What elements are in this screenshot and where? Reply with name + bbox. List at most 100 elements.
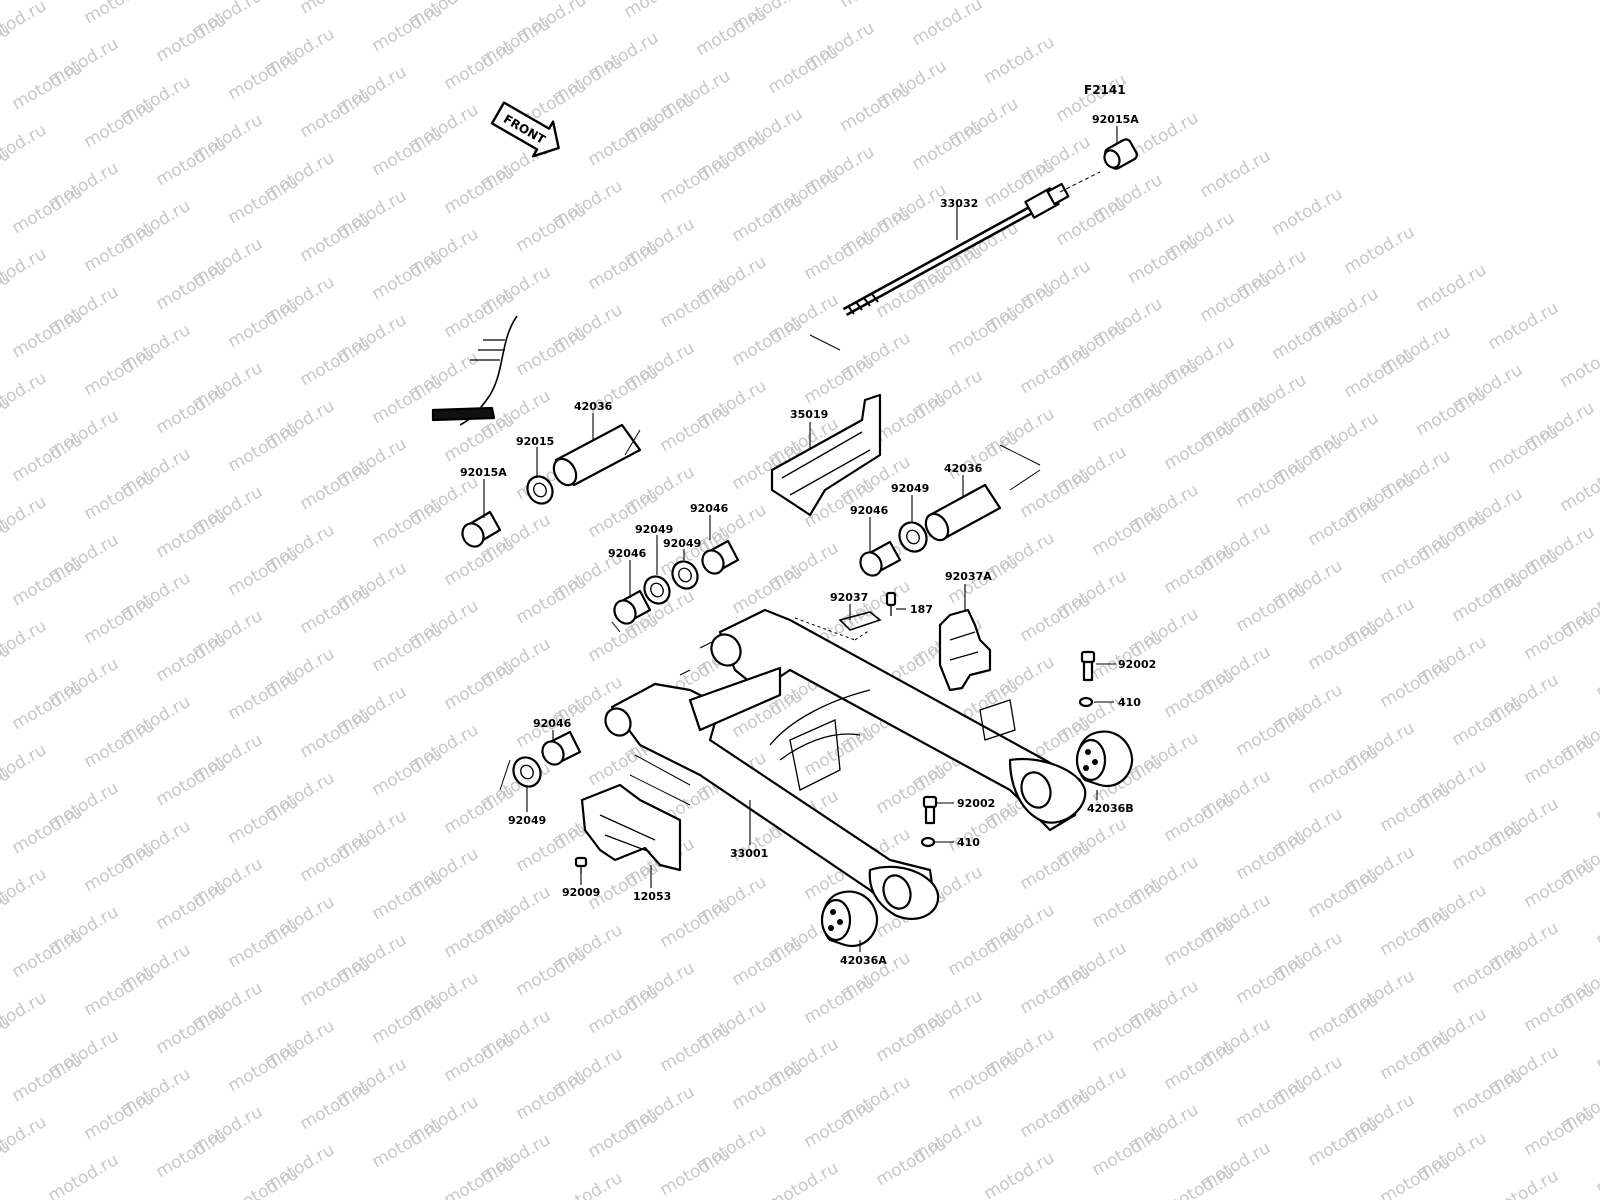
watermark-text: motod.ru — [1305, 494, 1383, 550]
watermark-text: motod.ru — [297, 1078, 375, 1134]
watermark-text: motod.ru — [945, 428, 1023, 484]
watermark-text: motod.ru — [837, 80, 915, 136]
clip-92037 — [794, 611, 882, 641]
watermark-text: motod.ru — [729, 314, 807, 370]
watermark-text: motod.ru — [729, 1058, 807, 1114]
watermark-text: motod.ru — [225, 296, 303, 352]
watermark-text: motod.ru — [585, 982, 663, 1038]
watermark-text: motod.ru — [1305, 1114, 1383, 1170]
label-92015: 92015 — [516, 435, 554, 448]
watermark-text: motod.ru — [441, 782, 519, 838]
watermark-text: motod.ru — [153, 754, 231, 810]
watermark-text: motod.ru — [0, 988, 50, 1044]
watermark-text: motod.ru — [369, 124, 447, 180]
watermark-text: motod.ru — [441, 1154, 519, 1200]
cap-92015A-left — [461, 510, 502, 548]
bolt-92002-mid — [922, 795, 938, 825]
watermark-text: motod.ru — [0, 616, 50, 672]
label-92046-b: 92046 — [608, 547, 647, 560]
watermark-text: motod.ru — [1161, 666, 1239, 722]
collar-42036-right — [924, 444, 1041, 542]
watermark-text: motod.ru — [9, 926, 87, 982]
watermark-text: motod.ru — [801, 724, 879, 780]
watermark-text: motod.ru — [1125, 232, 1203, 288]
watermark-text: motod.ru — [0, 1112, 50, 1168]
watermark-text: motod.ru — [1017, 466, 1095, 522]
watermark-text: motod.ru — [0, 740, 50, 796]
screw-187 — [885, 591, 897, 616]
watermark-text: motod.ru — [153, 506, 231, 562]
bracket-92037A — [938, 608, 992, 692]
watermark-text: motod.ru — [297, 954, 375, 1010]
watermark-text: motod.ru — [297, 830, 375, 886]
watermark-text: motod.ru — [1089, 1000, 1167, 1056]
watermark-text: motod.ru — [801, 972, 879, 1028]
watermark-text: motod.ru — [225, 48, 303, 104]
watermark-text: motod.ru — [1413, 384, 1491, 440]
label-92049-b: 92049 — [663, 537, 701, 550]
label-33032: 33032 — [940, 197, 978, 210]
watermark-text: motod.ru — [729, 934, 807, 990]
watermark-text: motod.ru — [1017, 1086, 1095, 1142]
label-92002-mid: 92002 — [957, 797, 995, 810]
watermark-text: motod.ru — [1521, 1104, 1599, 1160]
watermark-text: motod.ru — [153, 134, 231, 190]
watermark-text: motod.ru — [1233, 952, 1311, 1008]
watermark-text: motod.ru — [945, 304, 1023, 360]
label-42036-right: 42036 — [944, 462, 983, 475]
watermark-text: motod.ru — [9, 430, 87, 486]
watermark-text: motod.ru — [1521, 732, 1599, 788]
watermark-text: motod.ru — [225, 792, 303, 848]
watermark-text: motod.ru — [441, 162, 519, 218]
watermark-text: motod.ru — [513, 572, 591, 628]
watermark-text: motod.ru — [1377, 656, 1455, 712]
watermark-text: motod.ru — [369, 0, 447, 56]
leader-lines — [483, 126, 1118, 952]
watermark-text: motod.ru — [1377, 532, 1455, 588]
watermark-text: motod.ru — [1017, 342, 1095, 398]
watermark-text: motod.ru — [1161, 1162, 1239, 1200]
watermark-text: motod.ru — [621, 0, 699, 22]
seal-92049-b — [643, 575, 671, 605]
watermark-text: motod.ru — [225, 1164, 303, 1200]
label-33001: 33001 — [730, 847, 768, 860]
bolt-92002-top — [1080, 650, 1096, 682]
watermark-text: motod.ru — [945, 924, 1023, 980]
label-92015A-top: 92015A — [1092, 113, 1139, 126]
watermark-text: motod.ru — [1521, 856, 1599, 912]
watermark-text: motod.ru — [441, 658, 519, 714]
watermark-text: motod.ru — [225, 172, 303, 228]
bearing-92046-a — [701, 539, 740, 575]
watermark-text: motod.ru — [981, 32, 1059, 88]
label-92049-a: 92049 — [635, 523, 673, 536]
watermark-text: motod.ru — [1413, 260, 1491, 316]
watermark-text: motod.ru — [9, 306, 87, 362]
watermark-text: motod.ru — [369, 620, 447, 676]
label-410-mid: 410 — [957, 836, 980, 849]
watermark-text: motod.ru — [1017, 962, 1095, 1018]
watermark-text: motod.ru — [153, 258, 231, 314]
watermark-text: motod.ru — [81, 468, 159, 524]
watermark-text: motod.ru — [297, 334, 375, 390]
watermark-text: motod.ru — [945, 1048, 1023, 1104]
watermark-text: motod.ru — [1593, 1018, 1600, 1074]
watermark-text: motod.ru — [513, 324, 591, 380]
watermark-text: motod.ru — [225, 544, 303, 600]
watermark-text: motod.ru — [369, 248, 447, 304]
watermark-text: motod.ru — [1449, 1066, 1527, 1122]
watermark-text: motod.ru — [1089, 1124, 1167, 1180]
watermark-text: motod.ru — [441, 38, 519, 94]
watermark-text: motod.ru — [1017, 590, 1095, 646]
watermark-text: motod.ru — [765, 42, 843, 98]
watermark-text: motod.ru — [153, 382, 231, 438]
washer-410-mid — [920, 836, 936, 848]
watermark-text: motod.ru — [657, 276, 735, 332]
label-12053: 12053 — [633, 890, 671, 903]
seal-92049-a — [671, 560, 699, 590]
watermark-text: motod.ru — [585, 114, 663, 170]
watermark-text: motod.ru — [1089, 504, 1167, 560]
swingarm-33001 — [604, 608, 1087, 920]
watermark-text: motod.ru — [873, 762, 951, 818]
watermark-text: motod.ru — [1593, 646, 1600, 702]
watermark-text: motod.ru — [153, 1002, 231, 1058]
